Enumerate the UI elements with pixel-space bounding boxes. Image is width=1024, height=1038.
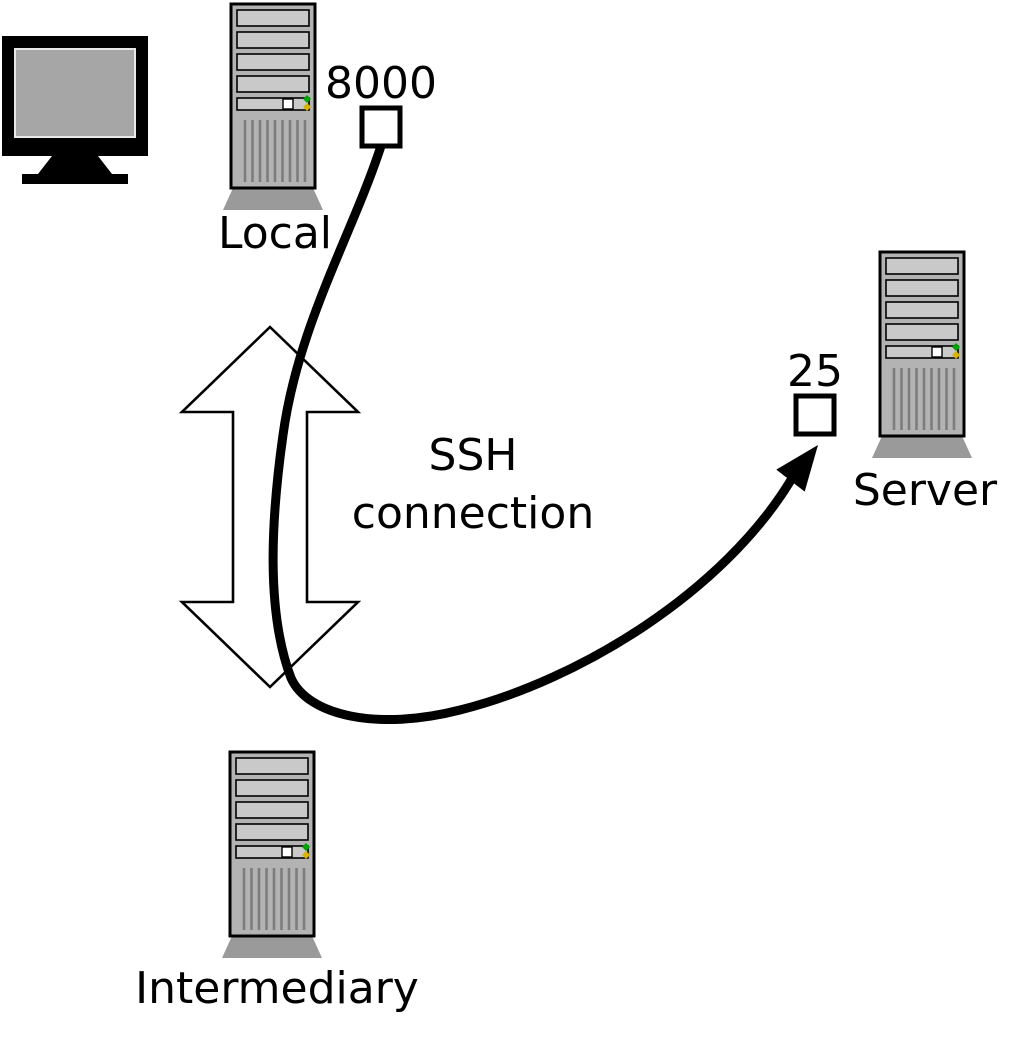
intermediary-tower-icon <box>222 750 322 960</box>
port-8000-label: 8000 <box>325 58 437 109</box>
monitor-base <box>22 174 128 184</box>
ssh-connection-double-arrow <box>178 325 362 689</box>
server-label: Server <box>853 465 998 516</box>
local-label: Local <box>218 208 332 259</box>
port-25-box <box>793 393 837 437</box>
monitor-screen <box>14 48 136 138</box>
server-tower-icon <box>872 250 972 460</box>
tunnel-curve <box>268 141 796 724</box>
port-25-label: 25 <box>787 346 843 397</box>
monitor-stand <box>38 156 112 174</box>
port-8000-box <box>359 105 403 149</box>
ssh-connection-label-line2: connection <box>352 488 594 539</box>
monitor-icon <box>2 36 148 184</box>
ssh-connection-label-line1: SSH <box>429 430 518 481</box>
local-tower-icon <box>223 2 323 212</box>
intermediary-label: Intermediary <box>135 963 419 1014</box>
tunnel-arrowhead-icon <box>776 445 818 492</box>
